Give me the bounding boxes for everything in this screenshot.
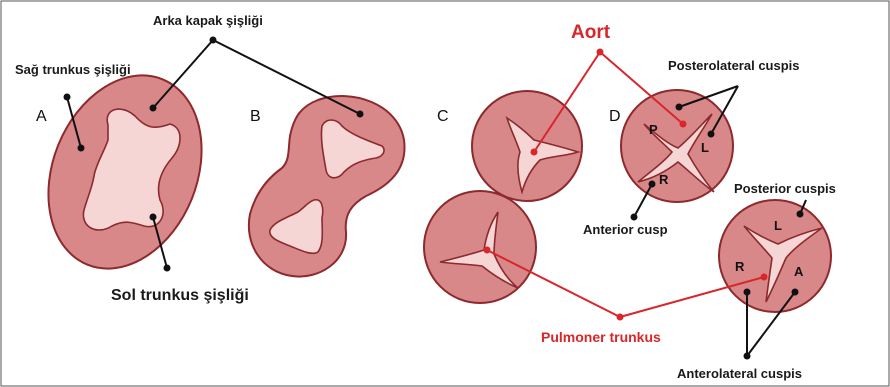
leader-dot-red <box>680 121 687 128</box>
cusp-letter-pulm-l: L <box>774 218 782 233</box>
leader-dot <box>744 289 751 296</box>
leader-dot-red <box>597 49 604 56</box>
leader-dot-red <box>761 274 768 281</box>
leader-dot <box>150 105 157 112</box>
label-sag-trunkus: Sağ trunkus şişliği <box>15 62 131 77</box>
panel-label-d: D <box>609 108 621 125</box>
leader-dot <box>797 211 804 218</box>
label-posterolateral: Posterolateral cuspis <box>668 58 800 73</box>
label-aort: Aort <box>571 22 611 43</box>
label-sol-trunkus: Sol trunkus şişliği <box>111 287 249 304</box>
leader-dot <box>792 289 799 296</box>
label-anterior: Anterior cusp <box>583 222 668 237</box>
leader-dot <box>150 214 157 221</box>
leader-dot-red <box>484 247 491 254</box>
leader-dot <box>164 265 171 272</box>
leader-dot <box>708 131 715 138</box>
panel-label-a: A <box>36 108 47 125</box>
leader-dot <box>744 353 751 360</box>
pulmonary-c-outer <box>424 191 536 303</box>
label-pulmoner: Pulmoner trunkus <box>541 329 661 345</box>
panel-c-aorta <box>472 91 582 201</box>
panel-d-pulmonary <box>719 200 831 312</box>
panel-label-b: B <box>250 108 261 125</box>
cusp-letter-aorta-p: P <box>649 122 658 137</box>
label-posterior: Posterior cuspis <box>734 181 836 196</box>
panel-c-pulmonary <box>424 191 536 303</box>
panel-label-c: C <box>437 108 449 125</box>
cusp-letter-pulm-a: A <box>794 264 804 279</box>
leader-dot <box>210 37 217 44</box>
cusp-letter-aorta-r: R <box>659 172 669 187</box>
label-anterolateral: Anterolateral cuspis <box>677 366 802 381</box>
cusp-letter-aorta-l: L <box>701 140 709 155</box>
cusp-letter-pulm-r: R <box>735 259 745 274</box>
leader-dot <box>631 214 638 221</box>
leader-dot <box>357 111 364 118</box>
leader-dot-red <box>617 314 624 321</box>
leader-dot-red <box>531 149 538 156</box>
leader-dot <box>78 145 85 152</box>
leader-dot <box>64 94 71 101</box>
leader-dot <box>676 104 683 111</box>
leader-dot <box>649 181 656 188</box>
label-arka-kapak: Arka kapak şişliği <box>153 13 263 28</box>
